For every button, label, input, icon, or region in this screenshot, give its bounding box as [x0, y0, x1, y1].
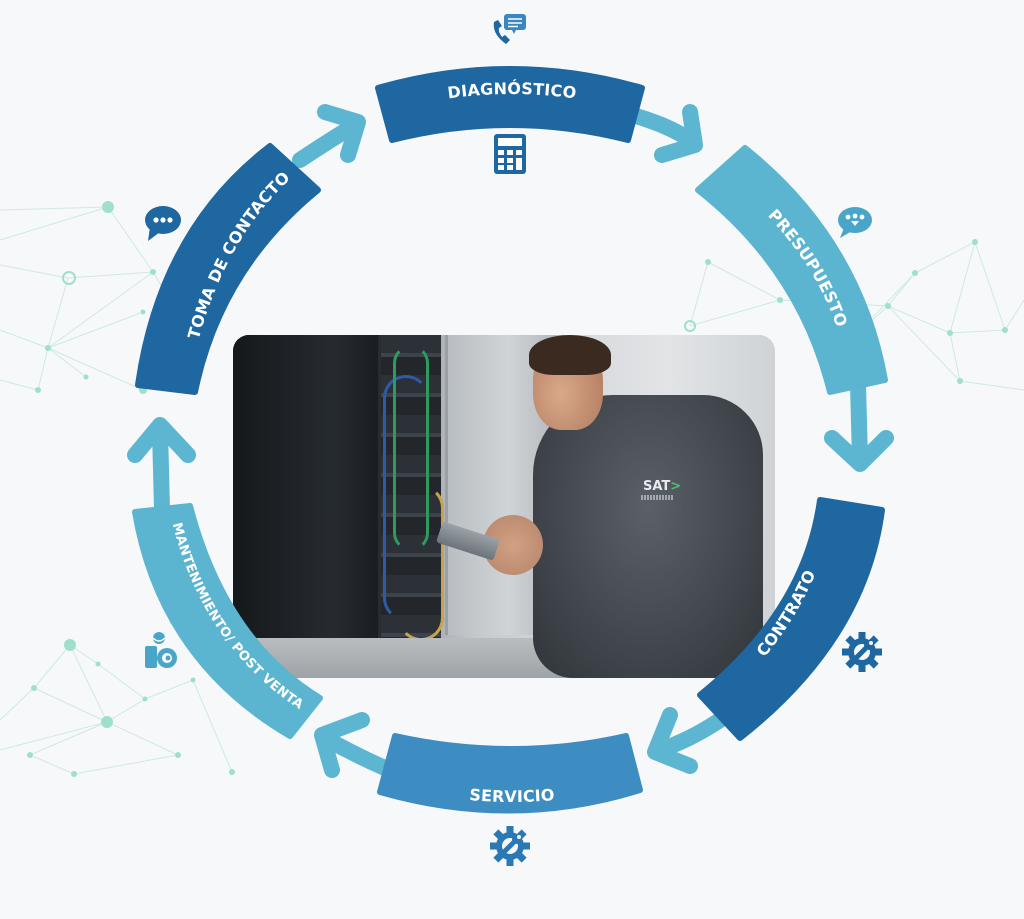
uniform-logo: SAT> — [643, 479, 682, 494]
stage-contrato[interactable]: CONTRATO — [697, 497, 885, 741]
chat-bubble-icon — [145, 206, 181, 241]
server-rack-door — [233, 335, 378, 678]
stage-mantenimiento[interactable]: MANTENIMIENTO/ POST VENTA — [132, 503, 323, 739]
calculator-icon — [494, 134, 526, 174]
technician-hair — [529, 335, 611, 375]
stage-servicio[interactable]: SERVICIO — [377, 733, 643, 814]
support-agent-icon — [145, 632, 177, 668]
chat-people-icon — [838, 207, 872, 238]
stage-diagnostico[interactable]: DIAGNÓSTICO — [375, 66, 645, 143]
arrow-diagnostico-to-presupuesto — [624, 104, 703, 163]
stage-label-servicio: SERVICIO — [469, 785, 556, 806]
gear-wrench-icon — [842, 632, 882, 672]
stage-toma-contacto[interactable]: TOMA DE CONTACTO — [135, 143, 321, 395]
cable-green — [393, 345, 429, 551]
technician-photo: SAT> — [233, 335, 775, 678]
arrow-servicio-to-mantenimiento — [314, 712, 393, 778]
technician-body — [533, 395, 763, 678]
arrow-contrato-to-servicio — [647, 707, 728, 774]
gear-wrench-icon — [490, 826, 530, 866]
arrow-presupuesto-to-contrato — [824, 377, 894, 472]
stage-presupuesto[interactable]: PRESUPUESTO — [695, 145, 888, 395]
uniform-logo-subtitle — [641, 495, 673, 500]
arrow-contacto-to-diagnostico — [292, 104, 366, 168]
arrow-mantenimiento-to-contacto — [127, 417, 196, 518]
phone-message-icon — [493, 14, 526, 44]
